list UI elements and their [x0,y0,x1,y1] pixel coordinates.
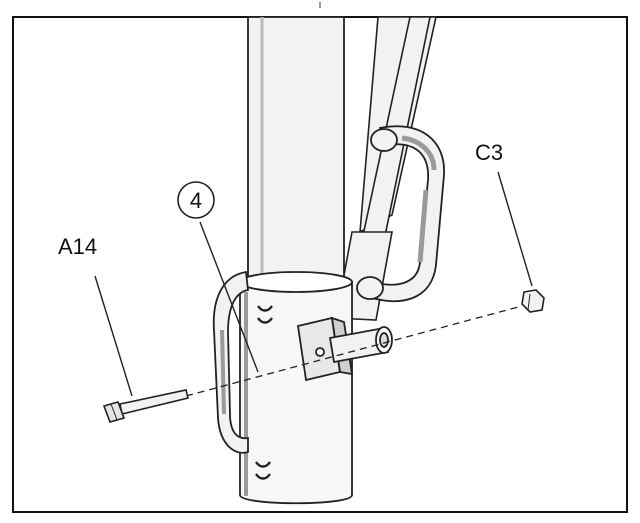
leader-line-part [199,221,259,373]
handle-top-collar [370,128,398,152]
pivot-bracket [296,316,393,382]
sleeve-slot-upper [257,305,273,312]
sleeve-slot-lower-b [255,473,271,480]
nut-body [521,289,545,313]
handle-grip [356,125,445,303]
bracket-pivot-hole [315,347,325,357]
leader-line-nut [497,171,533,287]
handle-grip-shade-top [401,135,437,171]
rear-grip [212,270,249,454]
handle-bottom-collar [356,276,384,300]
rear-grip-shade [220,329,226,415]
post-sleeve [239,281,353,505]
part-callout-circle [177,181,215,219]
main-post [239,16,353,505]
bolt-head-edge [110,403,118,421]
nut-face-edge [527,293,531,311]
hex-nut-icon [521,289,545,313]
pivot-tube-inner [379,332,389,348]
part-callout-number: 4 [190,188,202,213]
handle-grip-shade [417,189,429,263]
hex-bolt-icon [102,389,189,423]
label-bolt: A14 [58,234,97,259]
sleeve-slot-middle [257,317,273,324]
leader-line-bolt [94,275,133,397]
bolt-alignment-line [185,305,523,397]
bolt-shank [119,389,189,415]
sleeve-slot-lower-a [255,461,271,468]
label-nut: C3 [475,140,503,165]
post-sleeve-top-rim [239,271,353,293]
